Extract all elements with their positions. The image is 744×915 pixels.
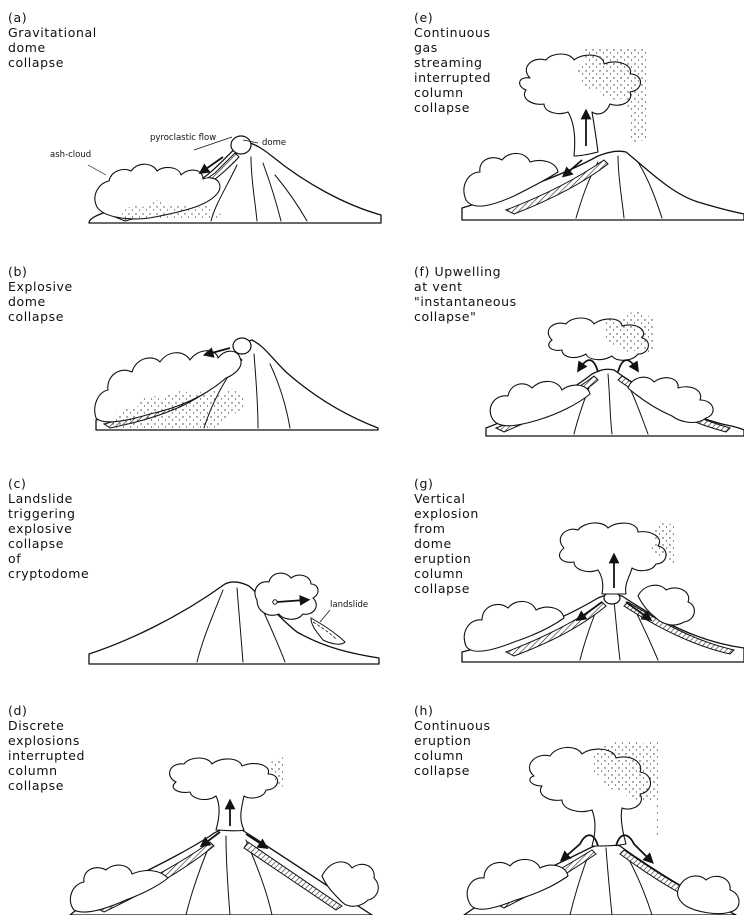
- vertical-explosion-dome-column-collapse-diagram: [458, 522, 744, 664]
- continuous-gas-streaming-diagram: [458, 62, 744, 222]
- continuous-eruption-column-collapse-diagram: [456, 752, 744, 915]
- discrete-explosions-column-collapse-diagram: [60, 760, 380, 915]
- panel-f-label: (f) Upwelling at vent "instantaneous col…: [414, 264, 517, 324]
- landslide-annotation: landslide: [330, 600, 368, 610]
- upwelling-instantaneous-collapse-diagram: [482, 318, 744, 438]
